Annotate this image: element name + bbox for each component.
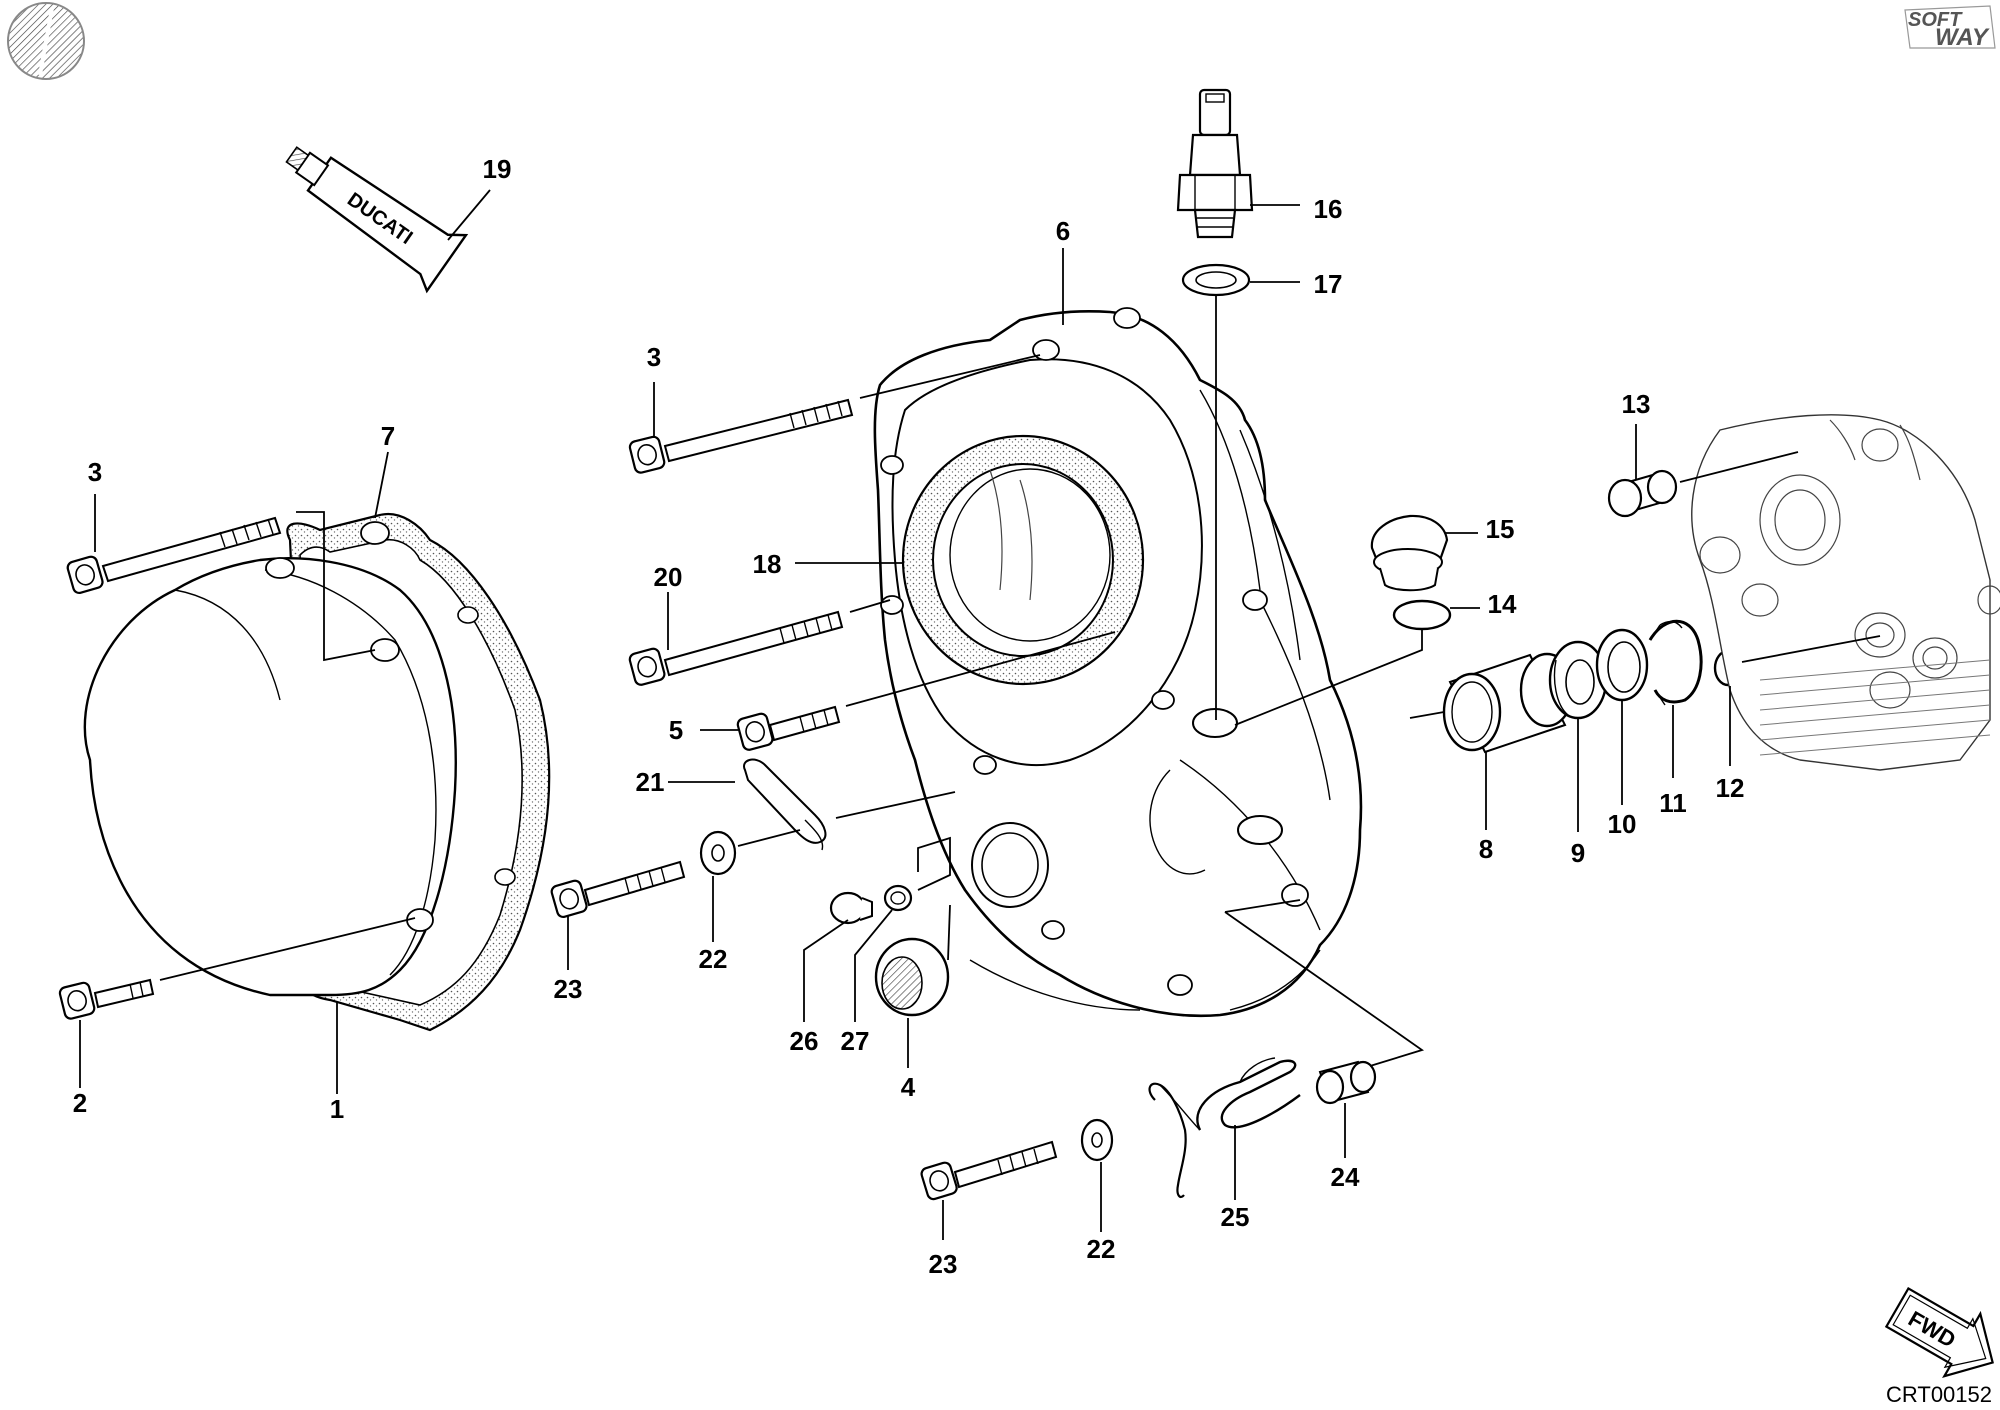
- callout-27: 27: [841, 1026, 870, 1056]
- part-17-washer: [1181, 263, 1251, 297]
- callout-6: 6: [1056, 216, 1070, 246]
- callout-23-upper: 23: [554, 974, 583, 1004]
- part-3-bolt-left: [65, 516, 282, 596]
- leader-lines: [79, 189, 1881, 1240]
- callout-1: 1: [330, 1094, 344, 1124]
- part-22-washer-upper: [699, 830, 737, 876]
- callout-8: 8: [1479, 834, 1493, 864]
- callout-3-left: 3: [88, 457, 102, 487]
- callout-10: 10: [1608, 809, 1637, 839]
- callout-26: 26: [790, 1026, 819, 1056]
- part-10-washer: [1595, 628, 1649, 702]
- part-14-o-ring: [1392, 599, 1452, 631]
- callout-14: 14: [1488, 589, 1517, 619]
- callout-17: 17: [1314, 269, 1343, 299]
- logo-line2: WAY: [1935, 24, 1990, 51]
- part-27-o-ring: [883, 884, 913, 912]
- crankcase-reference: [1691, 414, 2000, 771]
- part-1-clutch-cover: [83, 557, 457, 997]
- part-4-seal: [874, 937, 950, 1017]
- part-26-plug: [829, 891, 873, 925]
- callout-21: 21: [636, 767, 665, 797]
- part-25-wire-clip: [1148, 1057, 1301, 1199]
- callout-15: 15: [1486, 514, 1515, 544]
- callout-3-right: 3: [647, 342, 661, 372]
- callout-13: 13: [1622, 389, 1651, 419]
- callout-2: 2: [73, 1088, 87, 1118]
- part-3-bolt-right: [627, 398, 854, 475]
- brand-emblem-icon: [7, 2, 85, 80]
- callout-12: 12: [1716, 773, 1745, 803]
- part-20-bolt: [627, 610, 844, 688]
- softway-logo: SOFT WAY: [1904, 5, 1996, 51]
- part-16-sensor: [1176, 88, 1254, 239]
- part-18-oil-seal: [901, 434, 1145, 686]
- part-2-bolt: [57, 978, 155, 1021]
- logo-line1: SOFT: [1908, 9, 1963, 31]
- part-13-bush: [1607, 469, 1678, 518]
- callout-4: 4: [901, 1072, 916, 1102]
- part-19-sealant-tube: DUCATI: [285, 146, 469, 294]
- part-11-circlip: [1648, 619, 1703, 706]
- part-23-bolt-lower: [919, 1140, 1058, 1202]
- callout-9: 9: [1571, 838, 1585, 868]
- diagram-code: CRT00152: [1886, 1382, 1992, 1407]
- fwd-arrow-icon: FWD: [1884, 1286, 1994, 1378]
- callout-7: 7: [381, 421, 395, 451]
- part-22-washer-lower: [1080, 1118, 1114, 1162]
- callout-labels: 19 16 17 6 3 7 3 18 20 5 21 22 23 26 27 …: [73, 154, 1745, 1279]
- part-21-clip: [743, 758, 827, 851]
- callout-25: 25: [1221, 1202, 1250, 1232]
- callout-16: 16: [1314, 194, 1343, 224]
- callout-20: 20: [654, 562, 683, 592]
- callout-24: 24: [1331, 1162, 1360, 1192]
- callout-19: 19: [483, 154, 512, 184]
- part-15-filler-cap: [1370, 514, 1449, 592]
- callout-22-lower: 22: [1087, 1234, 1116, 1264]
- callout-22-upper: 22: [699, 944, 728, 974]
- part-5-bolt: [735, 705, 841, 753]
- part-6-side-cover: [873, 307, 1363, 1017]
- part-24-bush: [1315, 1060, 1377, 1105]
- part-23-bolt-upper: [549, 860, 686, 920]
- callout-11: 11: [1659, 788, 1687, 818]
- callout-18: 18: [753, 549, 782, 579]
- callout-5: 5: [669, 715, 683, 745]
- callout-23-lower: 23: [929, 1249, 958, 1279]
